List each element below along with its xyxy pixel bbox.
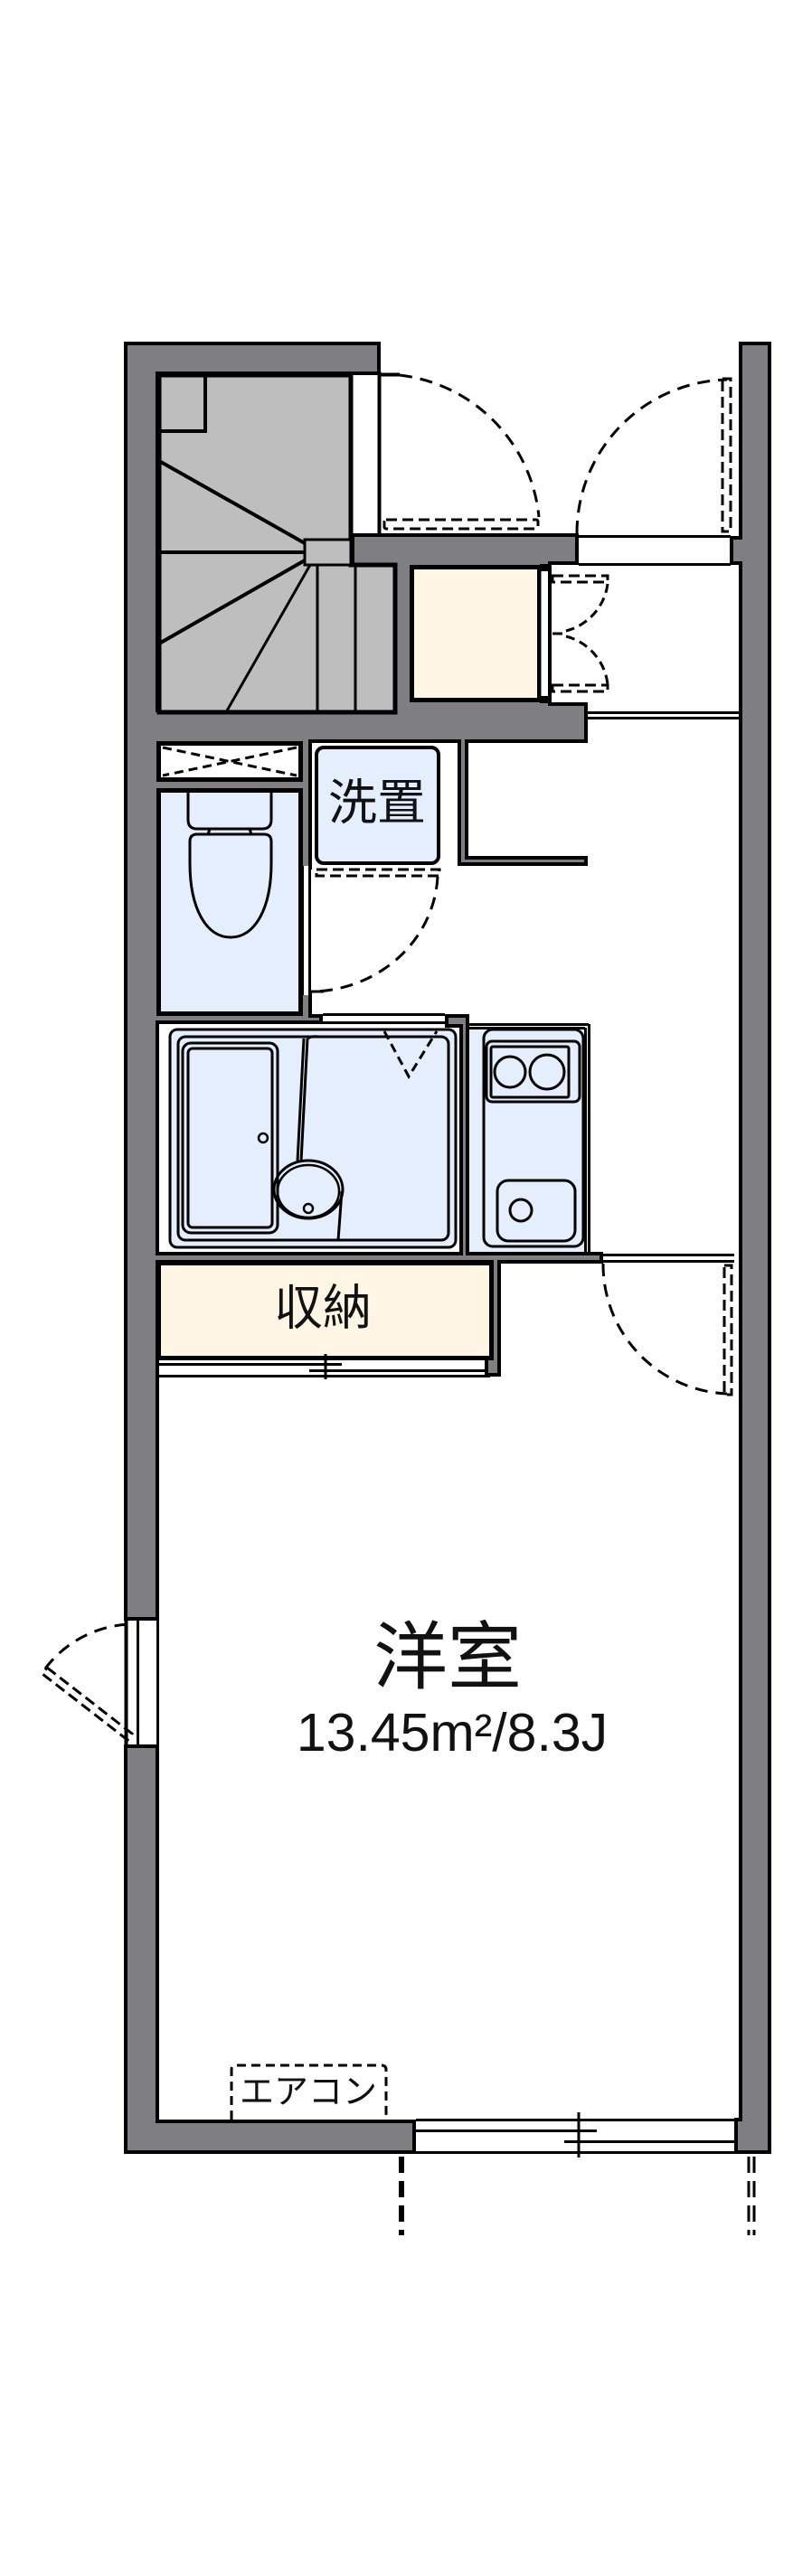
storage-closet: 収納 [156, 1261, 494, 1379]
stair-landing [159, 375, 207, 433]
washer-space-label: 洗置 [328, 775, 426, 832]
balcony-boundary-right [747, 2157, 756, 2235]
window-icon [416, 2112, 734, 2158]
door-leaf [721, 377, 732, 533]
stove-frame [485, 1039, 581, 1104]
side-door-icon [40, 1617, 159, 1748]
sliding-door-icon [159, 1354, 490, 1379]
two-burner-stove-icon [485, 1039, 581, 1104]
folding-door-icon [551, 574, 609, 693]
toilet-icon [186, 792, 273, 939]
kitchen-sink-icon [496, 1179, 577, 1243]
stair-area [156, 372, 398, 715]
door-swing-arc [312, 876, 439, 993]
cabinet-jamb [541, 569, 548, 699]
door-leaf [40, 1665, 135, 1743]
western-room: 洋室 13.45m²/8.3J [297, 1615, 608, 1763]
stair-treads-lower [224, 564, 357, 713]
door-swing-arc-top [565, 583, 609, 633]
door-leaf [722, 1264, 733, 1396]
room-door-icon [601, 1254, 734, 1396]
stair-treads [158, 459, 306, 645]
door-swing-arc-bottom [565, 635, 609, 685]
aircon-icon: エアコン [230, 2064, 388, 2120]
toilet-bowl [188, 832, 273, 939]
toilet-tank [186, 792, 273, 831]
storage-label: 収納 [274, 1280, 372, 1337]
room-label: 洋室 [373, 1615, 522, 1701]
door-swing-arc [601, 1263, 728, 1396]
burner-left [493, 1055, 527, 1089]
burner-right [528, 1053, 566, 1091]
bathtub-drain [257, 1132, 269, 1144]
entrance-threshold [579, 535, 731, 566]
shelf-box [156, 741, 303, 782]
toilet-door-frame [308, 866, 324, 995]
bathtub-rim [181, 1041, 279, 1235]
unit-bath-icon [168, 1028, 458, 1249]
bathtub-basin [186, 1047, 274, 1229]
toilet-floor [156, 788, 303, 1016]
door-opening [603, 1254, 734, 1263]
basin-edge [336, 1190, 344, 1241]
toilet-door-icon [304, 866, 441, 995]
door-leaf-top [551, 574, 609, 584]
opening-frame-lines [137, 1617, 159, 1748]
sink-drain [508, 1198, 533, 1223]
toilet-door-opening [304, 866, 308, 995]
window-sashes [416, 2119, 734, 2154]
aircon-box [230, 2064, 388, 2120]
jamb-top [540, 564, 552, 571]
door-swing-arc [575, 378, 728, 534]
shoe-cabinet [410, 565, 542, 702]
wash-basin-inner [276, 1163, 341, 1219]
door-frame-line [377, 371, 400, 535]
shoe-cabinet-icon [410, 564, 552, 703]
door-swing-arc [43, 1622, 130, 1669]
shelf-cross [162, 746, 297, 777]
jamb-bottom [540, 696, 552, 703]
overhead-shelf-icon [156, 741, 303, 782]
basin-drain [302, 1202, 315, 1215]
top-swing-door-icon [382, 373, 541, 531]
entrance-door-icon [575, 377, 732, 534]
door-leaf [315, 868, 441, 878]
sink-basin [496, 1179, 577, 1243]
door-leaf [382, 518, 540, 531]
aircon-label: エアコン [240, 2072, 377, 2111]
entrance-step [588, 711, 739, 719]
washer-space-icon: 洗置 [315, 746, 440, 865]
shower-rail [296, 1035, 320, 1162]
toilet-room [156, 788, 303, 1016]
door-swing-arc [399, 373, 541, 518]
room-size: 13.45m²/8.3J [297, 1703, 608, 1763]
staircase-icon [156, 372, 398, 715]
kitchen-counter [482, 1028, 585, 1248]
kitchen [467, 1023, 590, 1252]
bathroom-door-opening [323, 1013, 445, 1024]
door-leaf-bottom [551, 683, 609, 693]
bath-folding-door-icon [382, 1030, 439, 1079]
bathtub-icon [181, 1041, 279, 1235]
kitchen-floor [469, 1027, 585, 1252]
stove-top [489, 1045, 571, 1099]
washer-space [315, 746, 440, 865]
stair-newel [303, 538, 353, 567]
